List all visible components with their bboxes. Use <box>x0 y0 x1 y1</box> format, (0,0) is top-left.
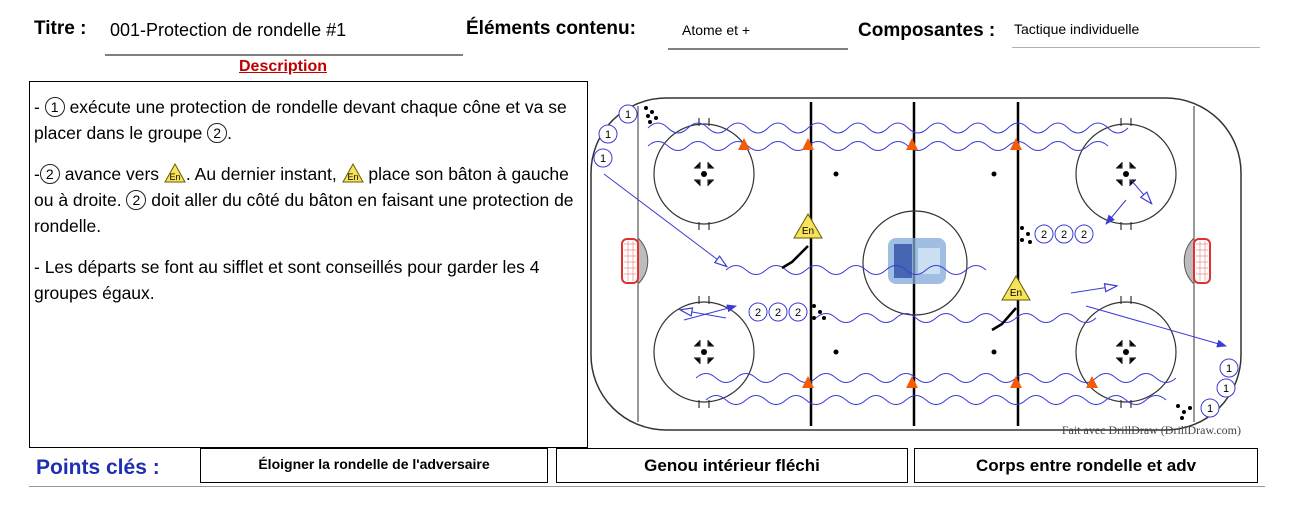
opponent-cone-icon: En <box>164 163 186 183</box>
svg-text:2: 2 <box>1081 229 1087 241</box>
player-two-symbol: 2 <box>207 123 228 143</box>
components-value: Tactique individuelle <box>1014 21 1140 37</box>
net-right <box>1193 238 1211 284</box>
description-paragraph-3: - Les départs se font au sifflet et sont… <box>34 257 540 303</box>
description-paragraph-2: -2 avance vers En. Au dernier instant, E… <box>34 163 574 236</box>
title-value: 001-Protection de rondelle #1 <box>110 20 347 40</box>
center-ice-logo <box>888 238 946 284</box>
elements-value: Atome et + <box>682 22 751 38</box>
player-two-symbol: 2 <box>126 190 147 210</box>
player-one-symbol: 1 <box>44 97 65 117</box>
description-heading: Description <box>238 58 327 75</box>
hash-marks <box>694 118 1136 408</box>
puck-piles <box>644 106 1192 420</box>
svg-text:1: 1 <box>1226 363 1232 375</box>
opponent-cone-icon: En <box>341 163 364 183</box>
opponent-with-stick: En En <box>781 213 1031 332</box>
faceoff-dots <box>701 171 1129 355</box>
crease-right <box>1183 236 1195 286</box>
player-two-symbol: 2 <box>39 164 60 184</box>
svg-text:1: 1 <box>600 153 606 165</box>
svg-text:1: 1 <box>1207 403 1213 415</box>
components-underline <box>1012 47 1260 48</box>
footer-divider <box>29 486 1265 487</box>
watermark: Fait avec DrillDraw (DrillDraw.com) <box>1062 423 1241 437</box>
svg-text:2: 2 <box>775 307 781 319</box>
description-paragraph-1: - 1 exécute une protection de rondelle d… <box>34 97 567 143</box>
svg-text:1: 1 <box>1223 383 1229 395</box>
crease-left <box>637 236 649 286</box>
svg-text:1: 1 <box>625 109 631 121</box>
svg-text:1: 1 <box>605 129 611 141</box>
svg-text:2: 2 <box>1041 229 1047 241</box>
faceoff-circle <box>653 123 1177 403</box>
svg-text:En: En <box>347 172 358 182</box>
skating-paths <box>647 122 1177 405</box>
svg-text:2: 2 <box>1061 229 1067 241</box>
key-point-2: Genou intérieur fléchi <box>556 448 908 483</box>
net-left <box>621 238 639 284</box>
svg-text:2: 2 <box>795 307 801 319</box>
svg-text:2: 2 <box>755 307 761 319</box>
key-point-1: Éloigner la rondelle de l'adversaire <box>200 448 548 483</box>
rink-diagram: 1 1 1 1 1 1 2 2 2 2 2 2 En En Fait avec … <box>590 97 1242 437</box>
player-two-group: 2 2 2 2 2 2 <box>748 224 1094 322</box>
elements-underline <box>668 48 848 50</box>
pass-lines <box>603 173 1227 348</box>
key-points-label: Points clés : <box>36 456 160 479</box>
player-one-group: 1 1 1 1 1 1 <box>593 104 1239 418</box>
description-box: - 1 exécute une protection de rondelle d… <box>29 81 588 448</box>
title-label: Titre : <box>34 18 87 39</box>
key-point-3: Corps entre rondelle et adv <box>914 448 1258 483</box>
svg-text:En: En <box>1010 288 1022 299</box>
components-label: Composantes : <box>858 20 996 41</box>
traffic-cones <box>738 138 1098 388</box>
svg-text:En: En <box>802 226 814 237</box>
title-underline <box>105 54 463 56</box>
elements-label: Éléments contenu: <box>466 18 636 39</box>
svg-text:En: En <box>169 172 180 182</box>
